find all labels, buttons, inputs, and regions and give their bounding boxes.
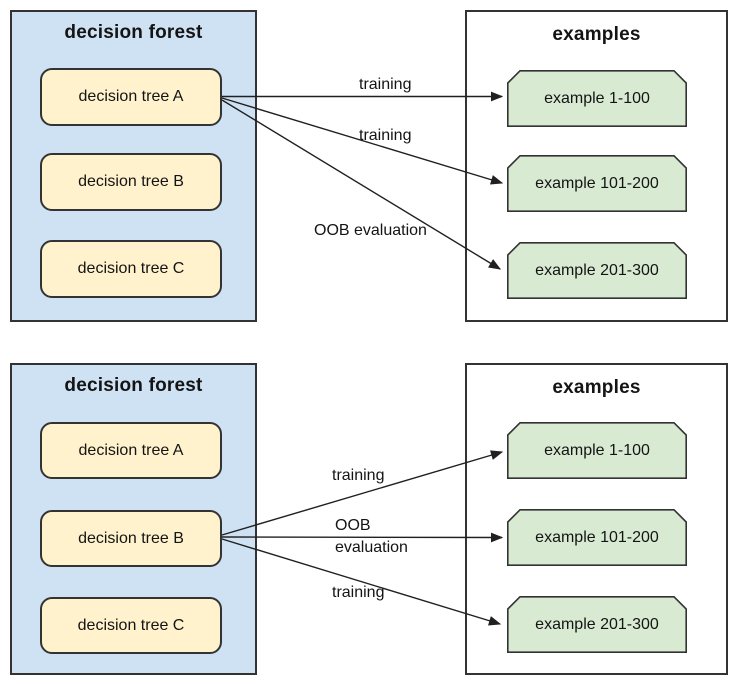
example-card-1-100: example 1-100 <box>507 70 687 127</box>
arrow-label-training-2: training <box>332 584 385 601</box>
example-card-label: example 201-300 <box>535 261 659 279</box>
tree-node-label: decision tree C <box>77 260 185 277</box>
example-card-1-100: example 1-100 <box>507 422 687 479</box>
example-card-label: example 101-200 <box>535 528 659 546</box>
arrow-label-training-1: training <box>332 467 385 484</box>
decision-forest-title: decision forest <box>64 22 203 43</box>
example-card-shape <box>507 155 687 212</box>
example-card-101-200: example 101-200 <box>507 155 687 212</box>
example-card-label: example 1-100 <box>544 441 650 459</box>
example-card-shape <box>507 509 687 566</box>
tree-node-b: decision tree B <box>40 153 222 211</box>
tree-node-label: decision tree B <box>78 173 184 190</box>
tree-node-b: decision tree B <box>40 510 222 567</box>
arrow-label-training-1: training <box>359 76 412 93</box>
example-card-shape <box>507 70 687 127</box>
tree-node-a: decision tree A <box>40 68 222 126</box>
example-card-101-200: example 101-200 <box>507 509 687 566</box>
tree-node-label: decision tree A <box>78 441 184 459</box>
decision-forest-title: decision forest <box>64 375 203 396</box>
example-card-shape <box>507 596 687 653</box>
tree-node-label: decision tree B <box>78 529 184 547</box>
example-card-201-300: example 201-300 <box>507 596 687 653</box>
examples-title: examples <box>552 377 641 398</box>
tree-node-c: decision tree C <box>40 240 222 298</box>
arrow-label-oob-evaluation: OOB evaluation <box>335 517 408 556</box>
tree-node-c: decision tree C <box>40 597 222 654</box>
example-card-label: example 101-200 <box>535 174 659 192</box>
example-card-shape <box>507 422 687 479</box>
tree-node-label: decision tree A <box>78 88 184 105</box>
example-card-label: example 1-100 <box>544 89 650 107</box>
example-card-201-300: example 201-300 <box>507 242 687 299</box>
tree-node-a: decision tree A <box>40 422 222 479</box>
tree-node-label: decision tree C <box>77 616 185 634</box>
example-card-label: example 201-300 <box>535 615 659 633</box>
examples-title: examples <box>552 24 641 45</box>
example-card-shape <box>507 242 687 299</box>
